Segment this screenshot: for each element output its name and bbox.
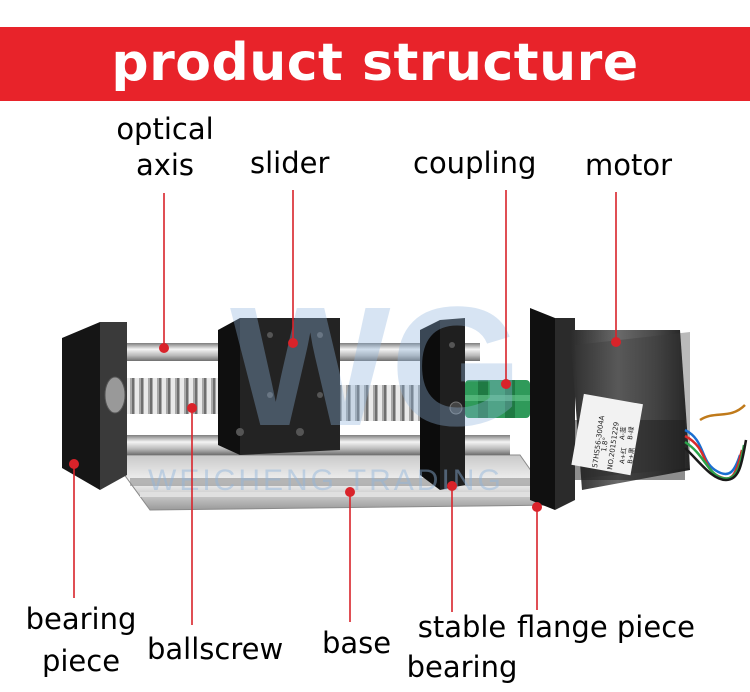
pointer-dot-motor [611,337,621,347]
label-coupling: coupling [413,146,537,180]
label-slider: slider [250,146,330,180]
title-banner: product structure [0,27,750,101]
label-motor: motor [585,148,673,182]
label-stable-bearing-line1: stable [417,610,507,644]
watermark-logo: WG [230,272,523,462]
pointer-dot-slider [288,338,298,348]
pointer-dot-optical-axis [159,343,169,353]
motor-wires [684,404,748,482]
label-ballscrew: ballscrew [147,632,284,666]
bearing-piece [62,322,127,490]
motor-wire-a-minus: A-蓝 [617,426,628,441]
page-title: product structure [111,33,639,93]
label-bearing-piece: bearing piece [16,602,146,678]
flange-piece [530,308,575,510]
motor-label-sticker [571,393,643,476]
motor-wire-a-plus: A+红 [617,446,628,464]
coupling-part [465,380,530,418]
pointer-dot-base [345,487,355,497]
label-optical-axis-line2: axis [135,148,195,182]
label-bearing-piece-line1: bearing [25,602,137,636]
label-bearing-piece-line2: piece [41,644,121,678]
pointer-dot-ballscrew [187,403,197,413]
pointer-lines [69,190,621,625]
motor-wire-b-plus: B+黑 [626,446,636,464]
motor-angle-text: 1.8° [600,437,610,453]
pointer-dot-stable-bearing [447,481,457,491]
pointer-dot-coupling [501,379,511,389]
motor-wire-b-minus: B-绿 [625,425,636,440]
watermark-text: WEICHENG TRADING [148,464,504,497]
label-optical-axis: optical axis [105,112,225,182]
stable-bearing-block [420,318,465,490]
label-stable-bearing: stable bearing [400,610,524,684]
label-stable-bearing-line2: bearing [406,650,518,684]
label-base: base [322,626,392,660]
pointer-dot-bearing-piece [69,459,79,469]
slider-block [218,318,340,455]
label-optical-axis-line1: optical [116,112,214,146]
stepper-motor: 57HS56-3004A 1.8° NO.20151229 A-蓝 A+红 B-… [570,330,690,490]
label-flange-piece: flange piece [517,610,695,644]
pointer-dot-flange-piece [532,502,542,512]
